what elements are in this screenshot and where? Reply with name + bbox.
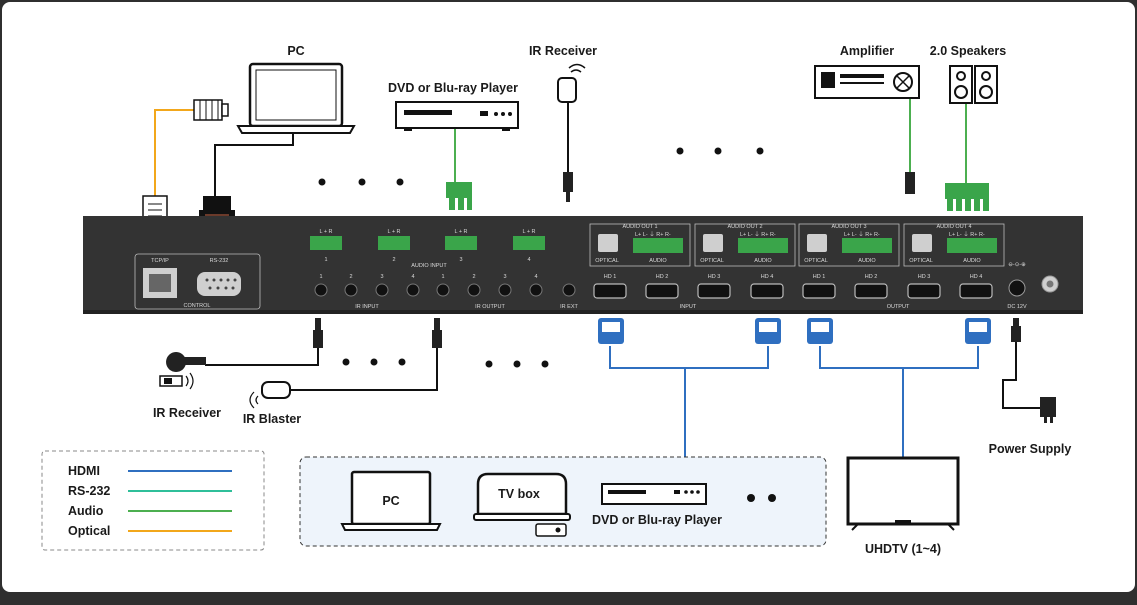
svg-text:AUDIO: AUDIO <box>963 258 981 264</box>
svg-text:AUDIO: AUDIO <box>858 258 876 264</box>
svg-text:L+ L- ⏚ R+ R-: L+ L- ⏚ R+ R- <box>949 231 985 238</box>
output-label: OUTPUT <box>887 304 910 310</box>
ir-receiver-bottom-icon <box>159 352 206 390</box>
power-supply-label: Power Supply <box>989 442 1072 456</box>
svg-text:AUDIO: AUDIO <box>649 258 667 264</box>
tcpip-label: TCP/IP <box>151 258 169 264</box>
ir-receiver-icon <box>557 63 586 103</box>
svg-text:HD 4: HD 4 <box>970 274 983 280</box>
audio-terminal-dvd <box>446 182 472 210</box>
svg-text:OPTICAL: OPTICAL <box>595 258 619 264</box>
ir-blaster-icon <box>249 381 291 409</box>
audio-input-group: L + R L + R L + R L + R 1 2 3 4 AUDIO IN… <box>310 229 545 269</box>
legend-label: RS-232 <box>68 484 110 498</box>
pc-laptop-icon <box>236 62 356 134</box>
ir-ports-group: 1 2 3 4 1 2 3 4 IR INPUT IR OUTPUT IR EX… <box>314 274 578 310</box>
legend-label: Audio <box>68 504 104 518</box>
source-tvbox-label: TV box <box>498 487 540 501</box>
svg-text:2: 2 <box>392 257 395 263</box>
ir-receiver-top-label: IR Receiver <box>529 44 597 58</box>
control-label: CONTROL <box>184 303 211 309</box>
svg-text:3: 3 <box>380 274 383 280</box>
svg-text:HD 3: HD 3 <box>918 274 931 280</box>
amplifier-label: Amplifier <box>840 44 894 58</box>
speakers-label: 2.0 Speakers <box>930 44 1006 58</box>
input-label: INPUT <box>680 304 697 310</box>
svg-text:HD 3: HD 3 <box>708 274 721 280</box>
svg-text:1: 1 <box>324 257 327 263</box>
ir-output-label: IR OUTPUT <box>475 304 505 310</box>
source-dvd-icon <box>601 483 707 505</box>
audio-out-group: AUDIO OUT 1 AUDIO OUT 2 AUDIO OUT 3 AUDI… <box>589 223 1005 267</box>
power-supply-icon <box>1040 397 1056 423</box>
source-dvd-label: DVD or Blu-ray Player <box>592 513 722 527</box>
svg-text:⊖-⊙-⊕: ⊖-⊙-⊕ <box>1008 262 1026 268</box>
svg-text:2: 2 <box>349 274 352 280</box>
legend-label: HDMI <box>68 464 100 478</box>
svg-text:3: 3 <box>459 257 462 263</box>
svg-text:HD 2: HD 2 <box>865 274 878 280</box>
rs232-label: RS-232 <box>210 258 229 264</box>
ir-jacks-below <box>313 318 1021 348</box>
svg-text:AUDIO OUT 2: AUDIO OUT 2 <box>727 224 762 230</box>
svg-text:L+ L- ⏚ R+ R-: L+ L- ⏚ R+ R- <box>844 231 880 238</box>
svg-text:OPTICAL: OPTICAL <box>700 258 724 264</box>
svg-text:AUDIO: AUDIO <box>754 258 772 264</box>
svg-text:L + R: L + R <box>522 229 535 235</box>
pc-label: PC <box>287 44 304 58</box>
svg-text:HD 4: HD 4 <box>761 274 774 280</box>
amplifier-icon <box>814 65 920 99</box>
svg-text:L + R: L + R <box>387 229 400 235</box>
remote-icon <box>535 523 567 537</box>
svg-text:AUDIO OUT 1: AUDIO OUT 1 <box>622 224 657 230</box>
svg-text:L + R: L + R <box>454 229 467 235</box>
svg-text:L+ L- ⏚ R+ R-: L+ L- ⏚ R+ R- <box>635 231 671 238</box>
audio-terminal-speakers <box>945 183 989 211</box>
svg-text:4: 4 <box>527 257 530 263</box>
cables <box>154 98 1040 458</box>
uhdtv-icon <box>846 456 960 531</box>
ir-receiver-bottom-label: IR Receiver <box>153 406 221 420</box>
audio-input-label: AUDIO INPUT <box>411 263 447 269</box>
legend-label: Optical <box>68 524 110 538</box>
optical-plug-icon <box>905 172 915 194</box>
hdmi-connectors-below <box>598 318 991 344</box>
svg-text:AUDIO OUT 3: AUDIO OUT 3 <box>831 224 866 230</box>
svg-text:L + R: L + R <box>319 229 332 235</box>
ir-ext-label: IR EXT <box>560 304 578 310</box>
svg-text:1: 1 <box>319 274 322 280</box>
ellipsis-dots <box>318 147 764 368</box>
svg-text:4: 4 <box>411 274 414 280</box>
rj45-plug-icon <box>193 99 229 121</box>
svg-text:OPTICAL: OPTICAL <box>909 258 933 264</box>
matrix-rear-panel: TCP/IP RS-232 CONTROL L + R L + R L + R … <box>83 216 1083 314</box>
hdmi-ports-group: HD 1 HD 2 HD 3 HD 4 HD 1 HD 2 HD 3 HD 4 … <box>593 274 993 310</box>
uhdtv-label: UHDTV (1~4) <box>865 542 941 556</box>
svg-text:HD 2: HD 2 <box>656 274 669 280</box>
svg-text:HD 1: HD 1 <box>813 274 826 280</box>
ir-input-label: IR INPUT <box>355 304 379 310</box>
source-pc-label: PC <box>382 494 399 508</box>
speakers-icon <box>949 65 998 104</box>
svg-text:1: 1 <box>441 274 444 280</box>
source-tvbox-icon <box>476 472 568 516</box>
legend <box>41 450 265 551</box>
svg-text:OPTICAL: OPTICAL <box>804 258 828 264</box>
dvd-player-icon <box>395 101 519 131</box>
svg-text:4: 4 <box>534 274 537 280</box>
ir-jack-icon <box>563 172 573 202</box>
ir-blaster-label: IR Blaster <box>243 412 301 426</box>
dvd-label: DVD or Blu-ray Player <box>388 81 518 95</box>
dc-label: DC 12V <box>1007 304 1027 310</box>
sources-box: PC TV box DVD or Blu-ray Player <box>299 456 827 547</box>
svg-text:L+ L- ⏚ R+ R-: L+ L- ⏚ R+ R- <box>740 231 776 238</box>
svg-text:3: 3 <box>503 274 506 280</box>
svg-text:HD 1: HD 1 <box>604 274 617 280</box>
svg-text:AUDIO OUT 4: AUDIO OUT 4 <box>936 224 971 230</box>
svg-text:2: 2 <box>472 274 475 280</box>
rs232-port <box>197 272 241 296</box>
